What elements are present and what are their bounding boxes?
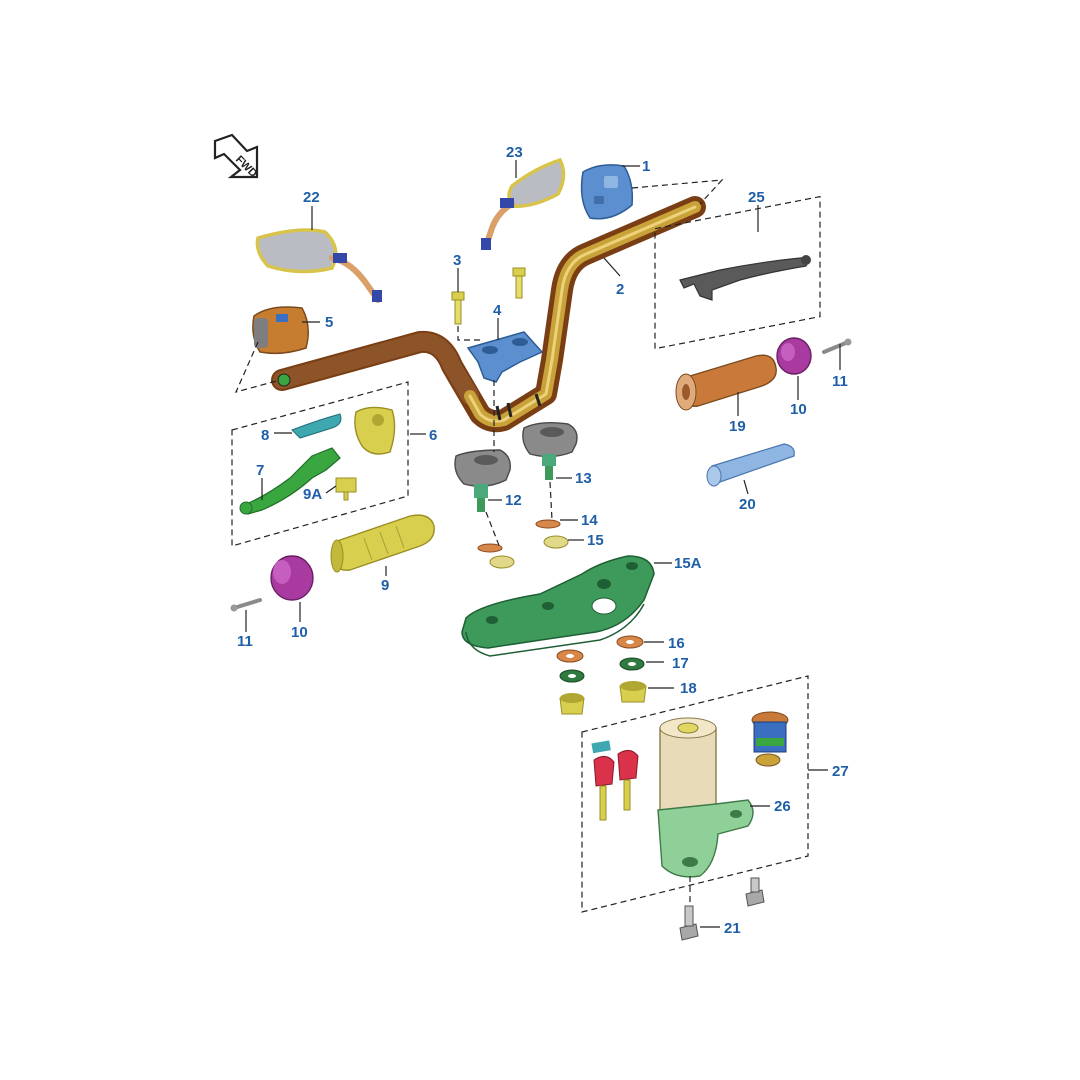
- label-18: 18: [680, 680, 697, 697]
- part-5-left-switch-housing[interactable]: [252, 306, 309, 355]
- connection-lines: [234, 179, 724, 906]
- label-16: 16: [668, 635, 685, 652]
- part-14-washers[interactable]: [477, 519, 561, 553]
- leader-lines: [245, 160, 841, 928]
- part-18-nuts[interactable]: [559, 681, 647, 715]
- label-3: 3: [453, 252, 461, 269]
- label-9: 9: [381, 577, 389, 594]
- label-7: 7: [256, 462, 264, 479]
- part-8-lever-cover[interactable]: [291, 413, 342, 439]
- part-9A-switch[interactable]: [335, 477, 357, 501]
- part-10-right-end-weight[interactable]: [776, 337, 812, 375]
- label-11-right: 11: [832, 373, 848, 390]
- label-9A: 9A: [303, 486, 322, 503]
- label-1: 1: [642, 158, 650, 175]
- part-26-ignition-switch[interactable]: [657, 717, 754, 878]
- part-15-washers[interactable]: [489, 535, 569, 569]
- part-7-clutch-lever[interactable]: [239, 447, 341, 515]
- part-16-washers[interactable]: [556, 635, 644, 663]
- label-17: 17: [672, 655, 689, 672]
- label-5: 5: [325, 314, 333, 331]
- label-12: 12: [505, 492, 522, 509]
- part-23-right-mirror[interactable]: [481, 157, 566, 250]
- label-23: 23: [506, 144, 523, 161]
- label-19: 19: [729, 418, 746, 435]
- label-15A: 15A: [674, 555, 702, 572]
- part-27-lock-cylinder[interactable]: [751, 711, 789, 767]
- part-25-brake-lever-box: [654, 195, 821, 350]
- part-1-right-switch-housing[interactable]: [580, 164, 634, 220]
- label-2: 2: [616, 281, 624, 298]
- label-22: 22: [303, 189, 320, 206]
- part-13-riser[interactable]: [522, 421, 578, 480]
- label-20: 20: [739, 496, 756, 513]
- label-10-right: 10: [790, 401, 807, 418]
- part-labels: 1 2 3 4 5 6 7 8 9 9A 10 10 11 11 12 13 1…: [237, 144, 849, 937]
- part-22-left-mirror[interactable]: [255, 228, 382, 303]
- part-15A-top-plate[interactable]: [461, 555, 655, 657]
- label-6: 6: [429, 427, 437, 444]
- part-3-bolts[interactable]: [451, 267, 526, 325]
- part-27-keys[interactable]: [591, 740, 639, 821]
- part-27-ignition-set-box: [581, 675, 809, 913]
- part-6-lever-holder[interactable]: [354, 406, 396, 455]
- label-10-left: 10: [291, 624, 308, 641]
- part-11-right-screw[interactable]: [822, 338, 852, 354]
- label-27: 27: [832, 763, 849, 780]
- label-15: 15: [587, 532, 604, 549]
- part-25-brake-lever[interactable]: [679, 255, 811, 301]
- part-10-left-end-weight[interactable]: [270, 555, 314, 601]
- label-26: 26: [774, 798, 791, 815]
- label-13: 13: [575, 470, 592, 487]
- part-12-riser[interactable]: [454, 449, 511, 512]
- label-25: 25: [748, 189, 765, 206]
- label-8: 8: [261, 427, 269, 444]
- fwd-arrow: FWD: [213, 133, 259, 180]
- part-11-left-screw[interactable]: [230, 598, 262, 612]
- part-9-left-grip[interactable]: [330, 514, 435, 573]
- part-19-right-grip[interactable]: [675, 354, 777, 411]
- part-4-upper-clamp[interactable]: [466, 331, 544, 383]
- part-21-bolts[interactable]: [679, 877, 765, 941]
- part-6-assembly-box: [231, 381, 409, 547]
- label-21: 21: [724, 920, 741, 937]
- label-11-left: 11: [237, 633, 253, 650]
- part-20-throttle-tube[interactable]: [706, 443, 795, 487]
- label-14: 14: [581, 512, 598, 529]
- part-17-rubber-washers[interactable]: [559, 657, 645, 683]
- label-4: 4: [493, 302, 502, 319]
